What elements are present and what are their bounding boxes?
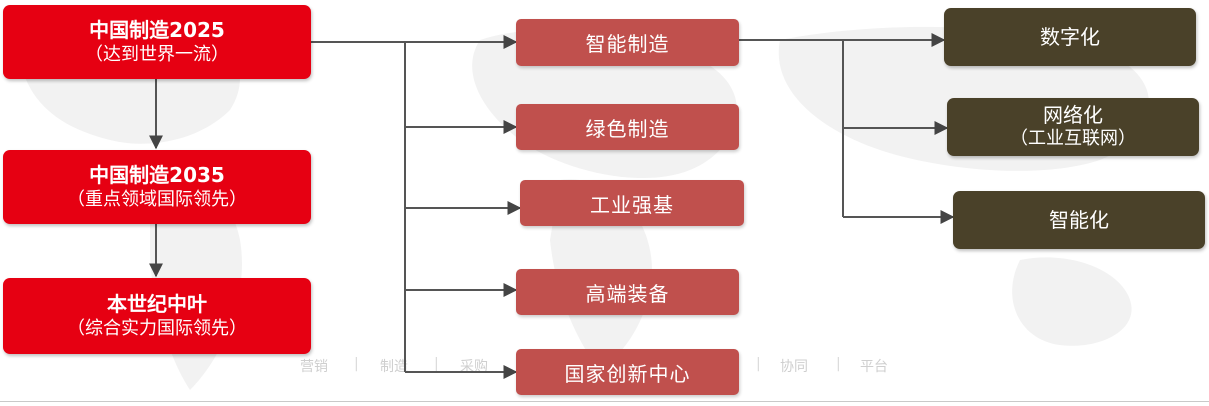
stage-title: 本世纪中叶 [107, 292, 207, 316]
initiative-label: 高端装备 [585, 281, 670, 306]
initiative-label: 工业强基 [590, 192, 674, 217]
initiative-label: 绿色制造 [585, 116, 670, 141]
bottom-rule [0, 401, 1209, 402]
stage-box-mid-century: 本世纪中叶 （综合实力国际领先） [3, 278, 311, 354]
initiative-intelligent-manufacturing: 智能制造 [516, 19, 739, 66]
background-label: 营销 [300, 359, 328, 375]
outcome-digitalization: 数字化 [944, 8, 1196, 66]
outcome-intelligentization: 智能化 [953, 191, 1205, 249]
initiative-label: 国家创新中心 [564, 361, 691, 386]
initiative-innovation-center: 国家创新中心 [516, 349, 739, 395]
outcome-title: 网络化 [1043, 103, 1103, 127]
outcome-networking: 网络化 （工业互联网） [947, 98, 1199, 156]
stage-subtitle: （综合实力国际领先） [67, 318, 247, 339]
outcome-subtitle: （工业互联网） [1010, 128, 1136, 149]
stage-subtitle: （重点领域国际领先） [67, 189, 247, 210]
background-label: 平台 [860, 359, 888, 375]
stage-title: 中国制造2025 [89, 18, 225, 42]
initiative-label: 智能制造 [585, 32, 670, 56]
initiative-industrial-base: 工业强基 [520, 180, 744, 226]
stage-title: 中国制造2035 [89, 163, 225, 187]
stage-box-2035: 中国制造2035 （重点领域国际领先） [3, 150, 311, 224]
background-label: 协同 [780, 359, 808, 375]
background-label: 制造 [380, 359, 408, 375]
outcome-title: 智能化 [1049, 208, 1109, 232]
outcome-title: 数字化 [1040, 25, 1100, 49]
initiative-green-manufacturing: 绿色制造 [516, 104, 739, 150]
initiative-high-end-equipment: 高端装备 [516, 269, 739, 315]
stage-box-2025: 中国制造2025 （达到世界一流） [3, 5, 311, 79]
stage-subtitle: （达到世界一流） [85, 44, 229, 65]
